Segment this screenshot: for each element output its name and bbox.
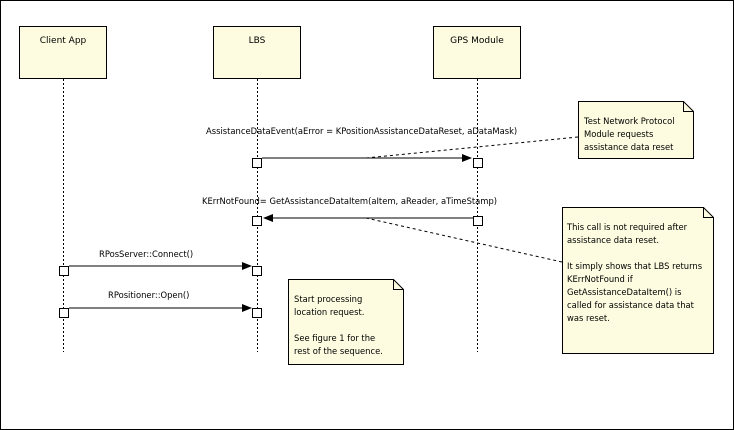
note-line: This call is not required after [566, 222, 688, 232]
message-label-get-assistance-data-item: KErrNotFound= GetAssistanceDataItem(aIte… [202, 196, 497, 206]
message-label-rpositioner-open: RPositioner::Open() [108, 290, 189, 300]
note-line: See figure 1 for the [294, 333, 375, 343]
lifeline-label-lbs: LBS [249, 36, 266, 46]
lifeline-lbs: LBS [213, 26, 301, 352]
note-test-network-protocol: Test Network Protocol Module requests as… [365, 101, 694, 159]
message-get-assistance-data-item: KErrNotFound= GetAssistanceDataItem(aIte… [202, 196, 497, 226]
note-line: Test Network Protocol [583, 116, 675, 126]
note-line: KErrNotFound if [567, 274, 634, 284]
note-line: Start processing [294, 294, 362, 304]
note-line: location request. [294, 307, 364, 317]
lifeline-label-client-app: Client App [40, 36, 87, 46]
note-line: rest of the sequence. [294, 346, 383, 356]
note-line: assistance data reset [584, 142, 674, 152]
message-label-rposserver-connect: RPosServer::Connect() [99, 249, 193, 259]
note-line: was reset. [567, 313, 610, 323]
lifeline-gps-module: GPS Module [433, 26, 521, 352]
note-start-processing: Start processing location request. See f… [288, 279, 404, 365]
note-line: assistance data reset. [567, 235, 659, 245]
message-rposserver-connect: RPosServer::Connect() [59, 249, 262, 276]
note-line: GetAssistanceDataItem() is [567, 287, 682, 297]
note-call-not-required: This call is not required after assistan… [365, 207, 714, 354]
message-rpositioner-open: RPositioner::Open() [59, 290, 262, 318]
message-label-assistance-data-event: AssistanceDataEvent(aError = KPositionAs… [206, 126, 517, 136]
note-line: It simply shows that LBS returns [567, 261, 702, 271]
lifeline-client-app: Client App [19, 26, 107, 352]
note-line: Module requests [584, 129, 653, 139]
lifeline-label-gps-module: GPS Module [450, 36, 504, 46]
note-line: called for assistance data that [567, 300, 695, 310]
